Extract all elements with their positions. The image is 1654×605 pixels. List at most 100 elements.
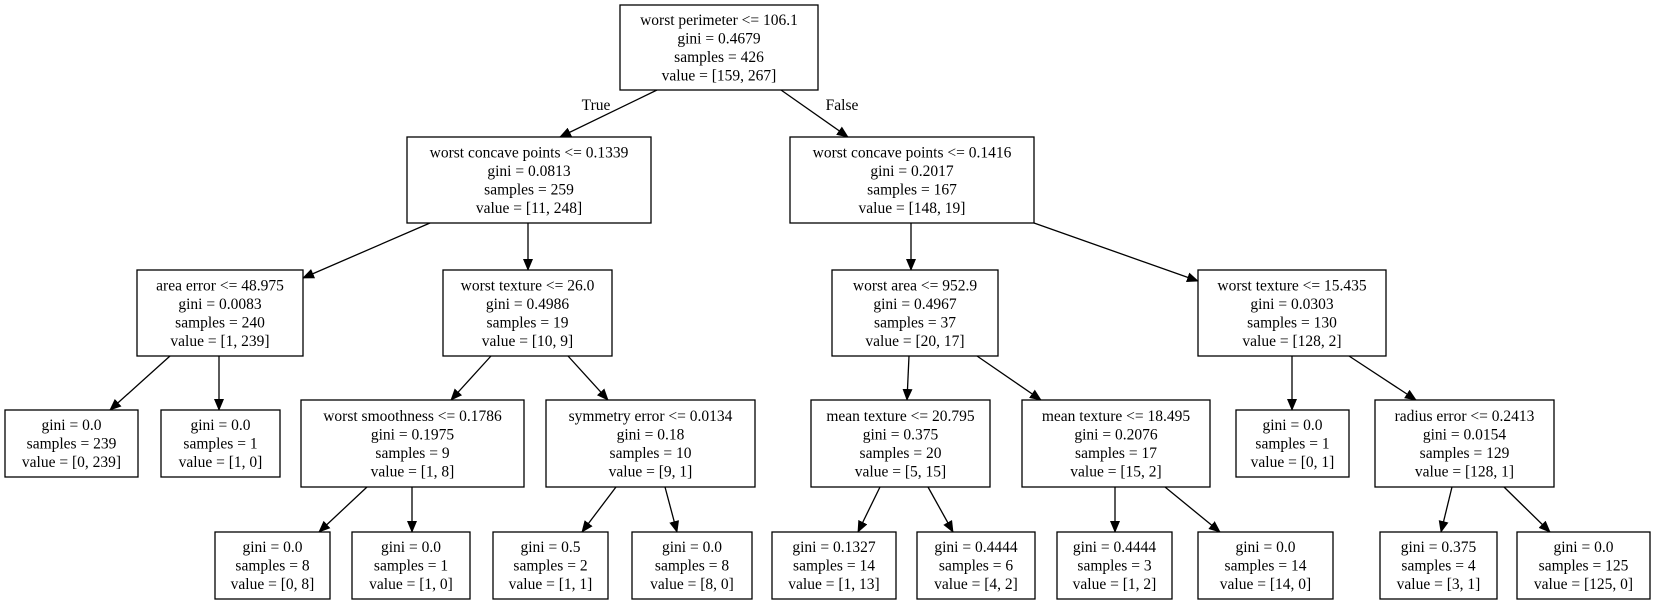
node-text-line: gini = 0.2076 [1074,426,1157,443]
node-text-line: value = [1, 13] [788,576,879,593]
edge-n14-n24 [1503,486,1551,533]
node-text-line: gini = 0.4444 [1073,539,1156,556]
node-text-line: area error <= 48.975 [156,277,284,294]
node-text-line: gini = 0.375 [1401,539,1477,556]
node-text-line: samples = 2 [513,558,587,575]
node-text-line: value = [0, 239] [22,454,121,471]
node-box [351,531,471,600]
edge-n4-n10 [567,355,609,401]
node-text-line: value = [3, 1] [1397,576,1481,593]
node-text-line: samples = 20 [860,445,942,462]
node-text-line: gini = 0.4679 [677,30,760,47]
edge-n5-n12 [976,355,1042,401]
tree-node: worst texture <= 15.435 gini = 0.0303samp… [1197,269,1387,357]
node-box [442,269,613,357]
node-text-line: gini = 0.375 [863,426,939,443]
node-text-line: samples = 167 [867,181,957,198]
node-text-line: value = [9, 1] [609,463,693,480]
edge-n1-n3 [302,222,431,279]
node-text-line: value = [148, 19] [859,200,966,217]
edge-n3-n7 [109,355,171,411]
node-text-line: gini = 0.0303 [1250,296,1333,313]
node-text-line: worst concave points <= 0.1339 [430,144,629,161]
node-text-line: samples = 6 [939,558,1013,575]
node-text-line: value = [5, 15] [855,463,946,480]
node-box [1235,409,1350,478]
node-box [136,269,304,357]
edge-n4-n9 [450,355,492,401]
edge-label-true: True [582,97,611,114]
node-text-line: samples = 4 [1401,558,1475,575]
node-box [1056,531,1173,600]
node-text-line: samples = 259 [484,181,574,198]
edge-n10-n18 [664,486,679,533]
node-text-line: samples = 37 [874,314,956,331]
node-text-line: samples = 130 [1247,314,1337,331]
node-text-line: samples = 1 [374,558,448,575]
node-box [1197,531,1334,600]
node-text-line: samples = 10 [610,445,692,462]
edge-n5-n11 [902,355,913,401]
node-text-line: samples = 240 [175,314,265,331]
node-text-line: gini = 0.0083 [178,296,261,313]
node-text-line: worst smoothness <= 0.1786 [323,408,502,425]
node-box [831,269,999,357]
node-text-line: value = [0, 8] [231,576,315,593]
edge-n11-n19 [857,486,881,533]
node-box [631,531,753,600]
node-text-line: gini = 0.0 [1263,417,1323,434]
node-text-line: gini = 0.0 [191,417,251,434]
node-box [1021,399,1211,488]
node-text-line: samples = 8 [655,558,729,575]
node-text-line: value = [1, 239] [170,333,269,350]
node-box [1379,531,1498,600]
edge-n0-n1 [559,89,658,138]
node-text-line: gini = 0.0 [243,539,303,556]
node-text-line: worst texture <= 26.0 [461,277,595,294]
node-box [492,531,609,600]
node-text-line: samples = 239 [27,436,117,453]
node-box [789,136,1035,224]
node-box [160,409,281,478]
node-box [300,399,525,488]
node-text-line: samples = 125 [1539,558,1629,575]
node-text-line: samples = 14 [793,558,875,575]
node-box [1197,269,1387,357]
node-text-line: samples = 19 [487,314,569,331]
node-text-line: samples = 426 [674,49,764,66]
tree-node: area error <= 48.975 gini = 0.0083samples… [136,269,304,357]
node-box [406,136,652,224]
edge-n11-n20 [927,486,954,533]
node-text-line: value = [0, 1] [1251,454,1335,471]
node-text-line: value = [159, 267] [662,67,777,84]
node-box [619,4,819,91]
edge-n9-n15 [318,486,368,533]
node-text-line: value = [1, 0] [179,454,263,471]
node-box [4,409,139,478]
node-text-line: samples = 8 [235,558,309,575]
node-text-line: gini = 0.4967 [873,296,956,313]
node-text-line: gini = 0.0 [1236,539,1296,556]
node-box [1516,531,1651,600]
node-text-line: worst texture <= 15.435 [1217,277,1366,294]
node-text-line: symmetry error <= 0.0134 [569,408,733,425]
node-text-line: gini = 0.0 [381,539,441,556]
node-text-line: gini = 0.4444 [934,539,1017,556]
node-text-line: worst perimeter <= 106.1 [640,12,798,29]
node-text-line: samples = 17 [1075,445,1157,462]
node-box [810,399,991,488]
node-text-line: gini = 0.2017 [870,163,953,180]
